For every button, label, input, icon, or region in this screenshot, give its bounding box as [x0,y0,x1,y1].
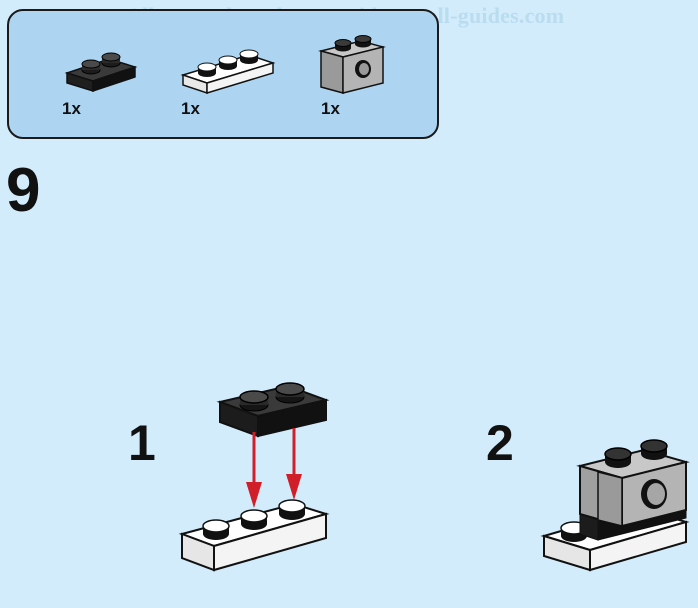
substep-label: 1 [128,415,156,471]
step-number: 9 [6,156,41,225]
part-quantity: 1x [62,99,81,118]
part-quantity: 1x [181,99,200,118]
substep-2-illustration [540,439,690,572]
substep-label: 2 [486,415,514,471]
parts-list-box: 1x 1x 1x [7,9,439,139]
black-plate-1x2-part [64,52,138,93]
part-quantity: 1x [321,99,340,118]
white-plate-1x3-part [180,49,276,95]
grey-technic-brick-part [318,35,386,94]
substep-1-illustration [178,382,330,572]
